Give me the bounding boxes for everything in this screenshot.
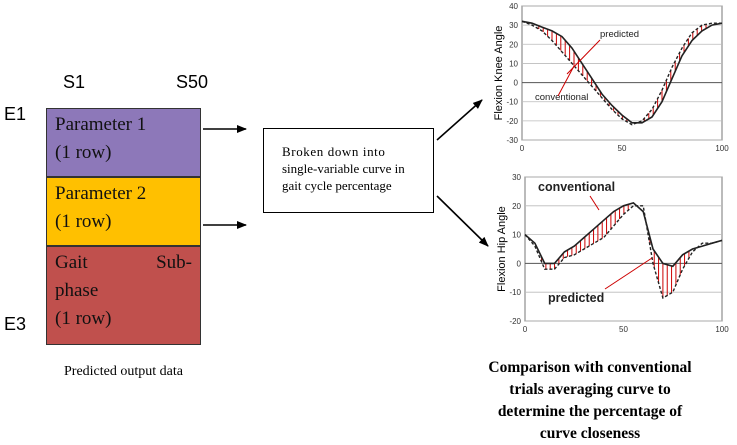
series-line-conventional (521, 20, 723, 124)
y-tick-label: 40 (509, 2, 518, 11)
annotation-pointer (604, 257, 653, 290)
y-tick-label: 10 (512, 231, 521, 240)
gait-subphase-title-line: Gait Sub- (55, 249, 192, 277)
y-tick-label: 20 (509, 40, 518, 49)
x-tick-label: 100 (715, 325, 729, 334)
parameter-2-block: Parameter 2 (1 row) (46, 177, 201, 246)
comparison-line-2: trials averaging curve to (509, 381, 671, 398)
s1-label: S1 (63, 72, 86, 92)
parameter-1-title: Parameter 1 (55, 114, 147, 135)
parameter-1-block: Parameter 1 (1 row) (46, 108, 201, 177)
e1-label: E1 (4, 104, 27, 124)
x-tick-label: 50 (619, 325, 628, 334)
arrow-to-knee-chart (436, 99, 483, 141)
comparison-caption: Comparison with conventional trials aver… (480, 357, 700, 445)
s50-label: S50 (176, 72, 209, 92)
annotation-pointer (589, 195, 600, 211)
x-tick-label: 0 (520, 144, 525, 153)
y-tick-label: -20 (506, 117, 518, 126)
annotation-predicted: predicted (600, 29, 639, 40)
breakdown-line-3: gait cycle percentage (282, 178, 392, 193)
gait-subphase-block: Gait Sub- phase (1 row) (46, 246, 201, 345)
parameter-1-rows: (1 row) (55, 142, 112, 163)
y-tick-label: 30 (512, 173, 521, 182)
gait-subphase-rows: (1 row) (55, 308, 112, 329)
plot-area (524, 176, 723, 322)
parameter-2-title: Parameter 2 (55, 183, 147, 204)
y-tick-label: 0 (514, 79, 519, 88)
series-line-conventional (524, 202, 723, 268)
breakdown-line-1: Broken down into (282, 144, 386, 159)
y-tick-label: 10 (509, 59, 518, 68)
x-tick-label: 0 (523, 325, 528, 334)
phase-word: phase (55, 280, 99, 301)
x-tick-label: 50 (618, 144, 627, 153)
y-tick-label: -30 (506, 136, 518, 145)
y-tick-label: -20 (509, 317, 521, 326)
y-axis-label: Flexion Hip Angle (496, 206, 508, 292)
y-tick-label: 20 (512, 202, 521, 211)
series-line-predicted (524, 205, 723, 300)
breakdown-box: Broken down into single-variable curve i… (263, 128, 434, 213)
comparison-line-1: Comparison with conventional (488, 359, 692, 376)
y-tick-label: 30 (509, 21, 518, 30)
parameter-2-rows: (1 row) (55, 211, 112, 232)
sub-word: Sub- (156, 252, 192, 273)
annotation-pointer (557, 65, 575, 97)
breakdown-line-2: single-variable curve in (282, 161, 405, 176)
annotation-conventional: conventional (535, 92, 588, 103)
y-tick-label: 0 (517, 259, 522, 268)
x-tick-label: 100 (715, 144, 729, 153)
comparison-line-3: determine the percentage of (497, 403, 683, 420)
plot-area (521, 5, 723, 141)
series-line-predicted (521, 20, 722, 126)
e3-label: E3 (4, 314, 27, 334)
gait-word: Gait (55, 252, 88, 273)
y-axis-label: Flexion Knee Angle (493, 26, 505, 121)
annotation-predicted: predicted (548, 291, 604, 305)
y-tick-label: -10 (509, 288, 521, 297)
predicted-output-caption: Predicted output data (64, 364, 183, 379)
annotation-conventional: conventional (538, 180, 615, 194)
arrow-to-hip-chart (436, 195, 489, 247)
comparison-line-4: curve closeness (539, 425, 641, 442)
y-tick-label: -10 (506, 98, 518, 107)
